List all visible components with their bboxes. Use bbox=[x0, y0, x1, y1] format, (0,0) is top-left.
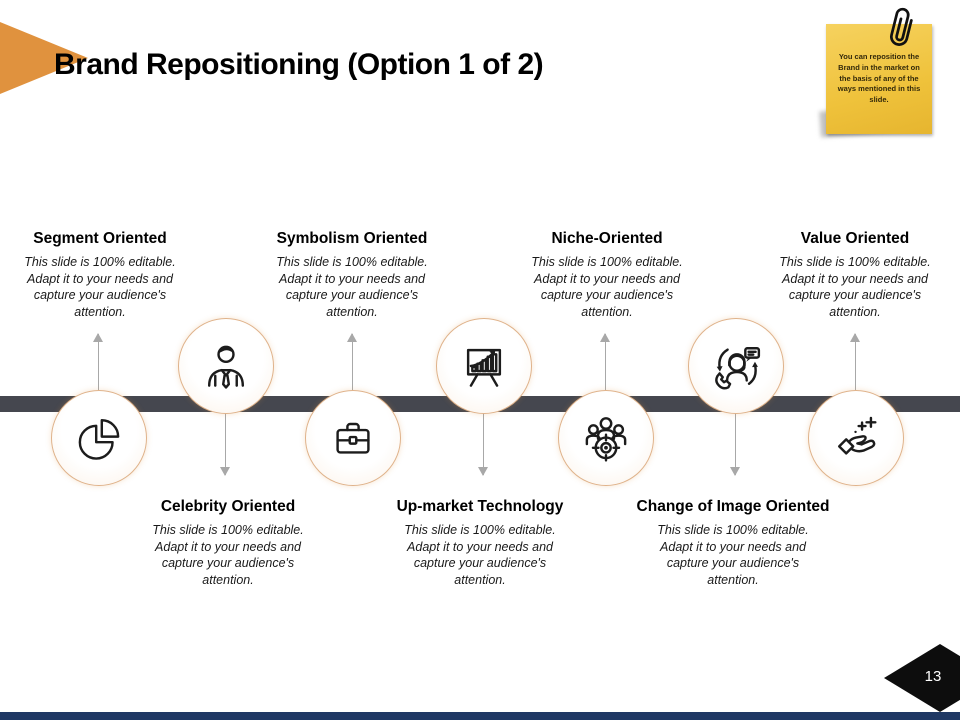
timeline-node-celebrity bbox=[178, 318, 274, 414]
label-symbolism-oriented: Symbolism Oriented This slide is 100% ed… bbox=[264, 230, 440, 320]
label-niche-oriented: Niche-Oriented This slide is 100% editab… bbox=[519, 230, 695, 320]
timeline-node-value bbox=[808, 390, 904, 486]
label-title: Change of Image Oriented bbox=[636, 498, 830, 515]
target-audience-icon bbox=[585, 417, 627, 462]
connector-arrow-celebrity bbox=[220, 413, 230, 476]
connector-arrow-value bbox=[850, 333, 860, 390]
connector-arrow-upmarket bbox=[478, 413, 488, 476]
connector-arrow-image bbox=[730, 413, 740, 476]
label-title: Celebrity Oriented bbox=[160, 498, 296, 515]
label-description: This slide is 100% editable. Adapt it to… bbox=[657, 523, 809, 587]
label-value-oriented: Value Oriented This slide is 100% editab… bbox=[767, 230, 943, 320]
page-number: 13 bbox=[924, 668, 942, 685]
customer-support-icon bbox=[715, 347, 761, 390]
label-description: This slide is 100% editable. Adapt it to… bbox=[152, 523, 304, 587]
label-description: This slide is 100% editable. Adapt it to… bbox=[24, 255, 176, 319]
timeline-node-upmarket bbox=[436, 318, 532, 414]
timeline-node-symbolism bbox=[305, 390, 401, 486]
label-description: This slide is 100% editable. Adapt it to… bbox=[404, 523, 556, 587]
timeline-node-segment bbox=[51, 390, 147, 486]
timeline-node-image-change bbox=[688, 318, 784, 414]
label-description: This slide is 100% editable. Adapt it to… bbox=[531, 255, 683, 319]
label-description: This slide is 100% editable. Adapt it to… bbox=[779, 255, 931, 319]
label-title: Up-market Technology bbox=[396, 498, 564, 515]
connector-arrow-niche bbox=[600, 333, 610, 390]
label-description: This slide is 100% editable. Adapt it to… bbox=[276, 255, 428, 319]
page-title: Brand Repositioning (Option 1 of 2) bbox=[54, 48, 544, 82]
paperclip-icon bbox=[890, 7, 913, 46]
label-title: Value Oriented bbox=[800, 230, 910, 247]
hand-plus-icon bbox=[837, 416, 877, 455]
label-upmarket-technology: Up-market Technology This slide is 100% … bbox=[392, 498, 568, 588]
connector-arrow-symbolism bbox=[347, 333, 357, 390]
label-title: Symbolism Oriented bbox=[276, 230, 428, 247]
page-number-badge: 13 bbox=[884, 644, 960, 712]
label-celebrity-oriented: Celebrity Oriented This slide is 100% ed… bbox=[140, 498, 316, 588]
label-title: Segment Oriented bbox=[33, 230, 167, 247]
businessman-icon bbox=[207, 345, 245, 389]
label-title: Niche-Oriented bbox=[551, 230, 663, 247]
growth-chart-icon bbox=[466, 348, 502, 387]
pie-chart-icon bbox=[78, 419, 120, 460]
label-segment-oriented: Segment Oriented This slide is 100% edit… bbox=[12, 230, 188, 320]
timeline-node-niche bbox=[558, 390, 654, 486]
label-change-of-image-oriented: Change of Image Oriented This slide is 1… bbox=[623, 498, 843, 588]
sticky-note-text: You can reposition the Brand in the mark… bbox=[837, 51, 921, 105]
briefcase-icon bbox=[336, 422, 370, 454]
sticky-note: You can reposition the Brand in the mark… bbox=[826, 24, 932, 134]
connector-arrow-segment bbox=[93, 333, 103, 390]
footer-bar bbox=[0, 712, 960, 720]
